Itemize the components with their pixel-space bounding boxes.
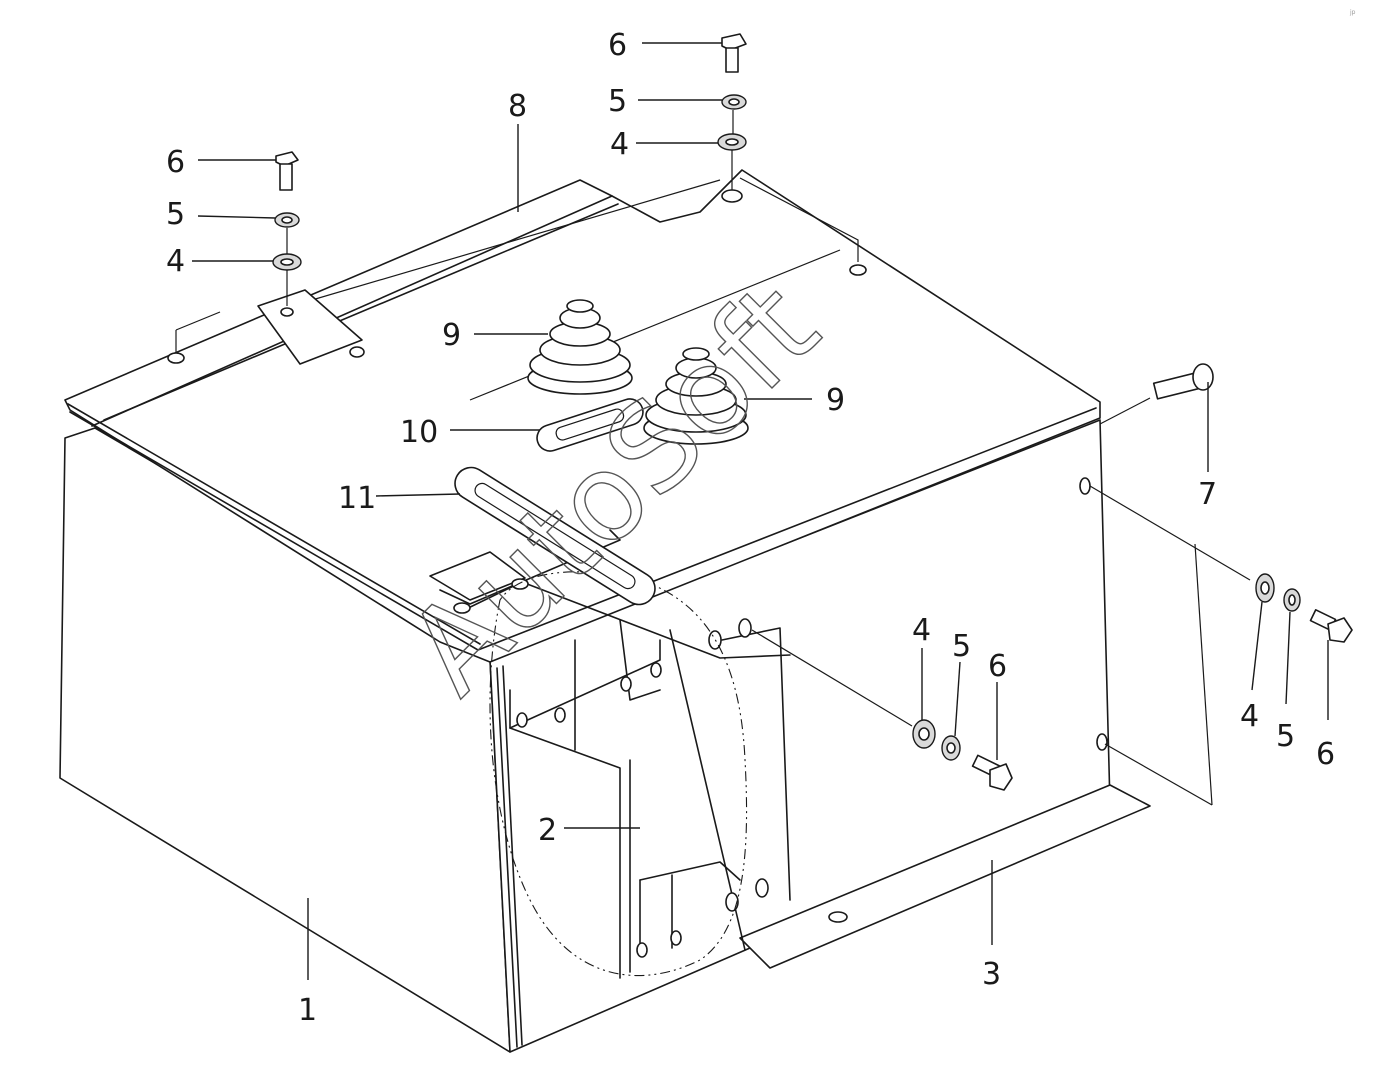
callout-7: 7 (1198, 477, 1217, 512)
washer-top-left-4 (272, 253, 302, 271)
callout-8: 8 (508, 89, 527, 124)
leader-lines (192, 42, 1329, 980)
callout-5-top-center: 5 (608, 84, 627, 119)
callout-6-top-center: 6 (608, 28, 627, 63)
callout-4-top-left: 4 (166, 244, 185, 279)
washer-right-5 (1283, 588, 1301, 612)
callout-10: 10 (400, 415, 438, 450)
callout-11: 11 (338, 481, 376, 516)
callout-5-top-left: 5 (166, 197, 185, 232)
corner-mark: jp (1349, 9, 1356, 16)
callout-9-right: 9 (826, 383, 845, 418)
washer-top-center-5 (721, 94, 747, 110)
cap-screw (1152, 363, 1214, 400)
boot-right (643, 347, 749, 445)
callout-5-front: 5 (952, 629, 971, 664)
bolt-front (971, 754, 1013, 791)
washer-top-center-4 (717, 133, 747, 151)
washer-right-4 (1255, 573, 1275, 603)
boot-left (527, 299, 633, 395)
callout-5-right: 5 (1276, 719, 1295, 754)
callout-3: 3 (982, 957, 1001, 992)
washer-top-left-5 (274, 212, 300, 228)
callout-4-front: 4 (912, 613, 931, 648)
cover-holes (167, 189, 1108, 751)
callout-1: 1 (298, 993, 317, 1028)
callout-4-right: 4 (1240, 699, 1259, 734)
washer-front-5 (941, 735, 961, 761)
callout-labels: 6 5 4 6 5 4 8 9 9 10 11 7 4 5 6 4 5 6 2 … (166, 28, 1335, 1028)
inner-bracket (429, 529, 791, 979)
callout-6-front: 6 (988, 649, 1007, 684)
box-body (59, 419, 1111, 1053)
gasket-long (454, 466, 656, 606)
callout-4-top-center: 4 (610, 127, 629, 162)
callout-6-right: 6 (1316, 737, 1335, 772)
bolt-top-center (721, 33, 747, 73)
bolt-top-left (275, 151, 299, 191)
callout-6-top-left: 6 (166, 145, 185, 180)
callout-9-left: 9 (442, 318, 461, 353)
gasket-small (536, 398, 644, 452)
washer-front-4 (912, 719, 936, 749)
side-plate (739, 784, 1151, 969)
callout-2: 2 (538, 813, 557, 848)
bolt-right (1309, 608, 1353, 643)
